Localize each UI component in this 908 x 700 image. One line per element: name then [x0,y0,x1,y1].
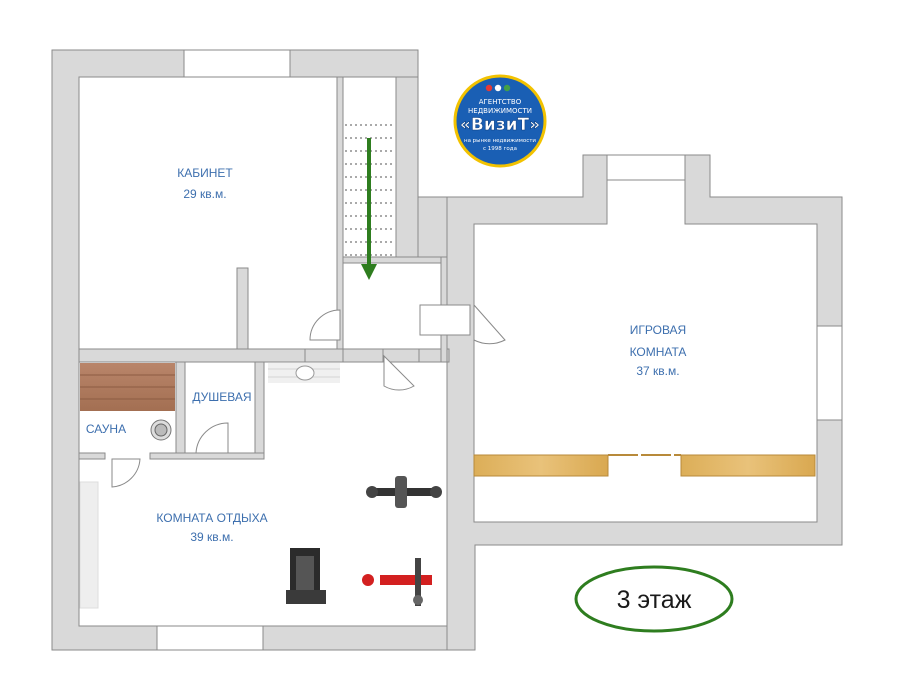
windows [156,49,843,651]
logo-line2: НЕДВИЖИМОСТИ [468,107,532,115]
treadmill-icon [286,548,326,604]
game-room-area: 37 кв.м. [636,364,679,378]
logo-line1: АГЕНТСТВО [479,98,522,106]
door-office [309,309,341,341]
door-game-room [473,303,506,345]
sauna-bench [80,363,175,411]
logo-tagline1: на рынке недвижимости [464,138,536,144]
partitions [78,76,450,460]
exercise-bike-icon [362,558,432,606]
floor-label: 3 этаж [617,586,692,614]
game-room-wood-strip [473,454,816,477]
sauna-name: САУНА [86,422,126,436]
sofa-icon [79,481,99,609]
logo-tagline2: с 1998 года [483,146,517,152]
logo-brand: «ВизиТ» [460,115,540,135]
sauna-stove-icon [150,419,172,441]
elliptical-trainer-icon [366,476,442,508]
game-room-name-line1: ИГРОВАЯ [630,323,686,337]
door-shower [195,422,229,454]
rest-room-name: КОМНАТА ОТДЫХА [156,511,267,525]
office-area: 29 кв.м. [183,187,226,201]
sink-icon [268,363,340,383]
agency-logo: АГЕНТСТВО НЕДВИЖИМОСТИ «ВизиТ» на рынке … [453,74,547,168]
stair-direction-arrow [361,138,377,280]
shower-name: ДУШЕВАЯ [192,390,251,404]
office-name: КАБИНЕТ [177,166,233,180]
door-sauna [111,458,141,488]
door-rest-room [383,354,415,391]
room-labels: КАБИНЕТ 29 кв.м. ИГРОВАЯ КОМНАТА 37 кв.м… [86,166,687,544]
rest-room-area: 39 кв.м. [190,530,233,544]
doors [111,303,506,488]
game-room-name-line2: КОМНАТА [630,345,687,359]
floor-badge: 3 этаж [574,565,734,633]
